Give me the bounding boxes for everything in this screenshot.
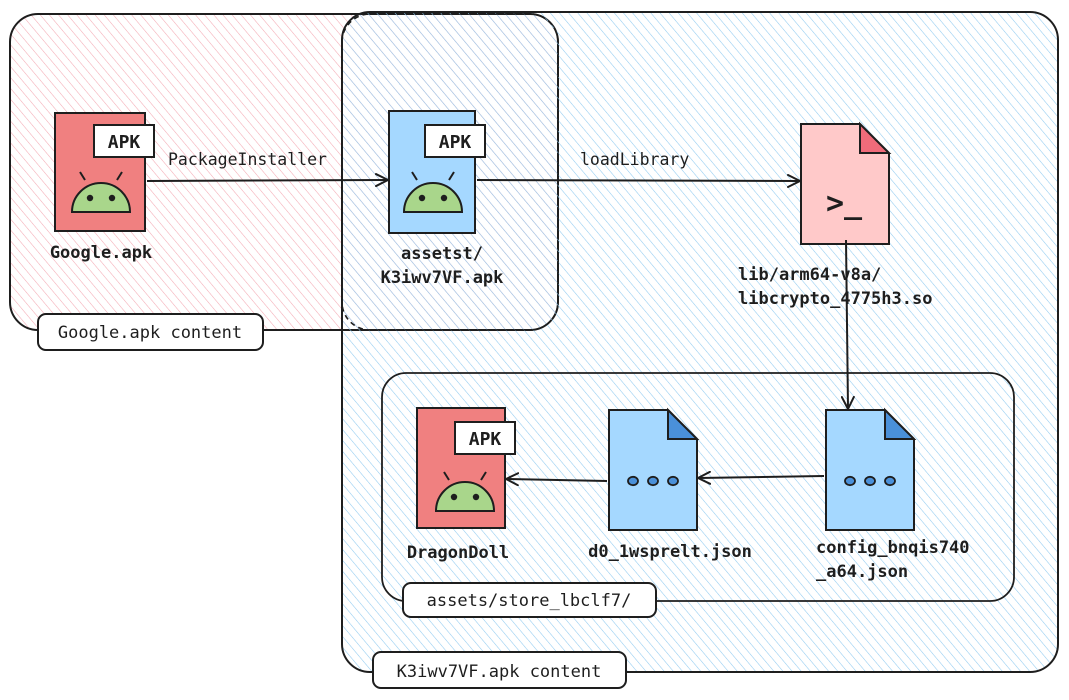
google-content-tag: Google.apk content: [37, 313, 264, 351]
load-library-arrow: [476, 173, 801, 188]
store-container: [381, 372, 1015, 602]
assets-apk-label-line2: K3iwv7VF.apk: [381, 268, 504, 288]
ellipsis-icon: [844, 475, 896, 487]
k3-content-tag: K3iwv7VF.apk content: [372, 651, 627, 689]
android-icon: [402, 171, 464, 213]
d0-to-dragondoll-arrow: [505, 472, 608, 487]
dragondoll-apk-badge: APK: [469, 429, 502, 450]
install-arrow: [146, 173, 389, 188]
install-edge-label: PackageInstaller: [168, 150, 327, 169]
load-library-edge-label: loadLibrary: [580, 150, 689, 169]
d0-json-label: d0_1wsprelt.json: [588, 542, 752, 562]
store-tag-text: assets/store_lbclf7/: [427, 591, 632, 611]
config-json-label-line2: _a64.json: [816, 562, 908, 582]
android-icon: [70, 171, 132, 213]
config-json-label-line1: config_bnqis740: [816, 538, 970, 558]
overlap-outline: [341, 13, 559, 331]
d0-json-file-icon: [608, 407, 700, 531]
k3-content-tag-text: K3iwv7VF.apk content: [397, 662, 602, 682]
terminal-prompt-glyph: >_: [826, 186, 863, 221]
libcrypto-label-line2: libcrypto_4775h3.so: [738, 289, 932, 309]
libcrypto-label-line1: lib/arm64-v8a/: [738, 265, 881, 285]
android-icon: [434, 471, 496, 512]
assets-apk-label-line1: assetst/: [401, 244, 483, 264]
shared-library-file-icon: >_: [800, 121, 892, 245]
google-apk-label: Google.apk: [50, 243, 152, 263]
assets-apk-icon: APK: [388, 110, 486, 234]
config-json-file-icon: [825, 407, 917, 531]
store-tag: assets/store_lbclf7/: [402, 582, 657, 618]
dragondoll-apk-icon: APK: [416, 407, 516, 529]
google-apk-icon: APK: [54, 112, 155, 232]
google-content-tag-text: Google.apk content: [58, 323, 242, 343]
config-to-d0-arrow: [697, 470, 825, 485]
lib-to-config-arrow: [840, 239, 855, 410]
dragondoll-label: DragonDoll: [407, 543, 509, 563]
ellipsis-icon: [627, 475, 679, 487]
google-apk-badge: APK: [108, 132, 141, 153]
assets-apk-badge: APK: [439, 132, 472, 153]
